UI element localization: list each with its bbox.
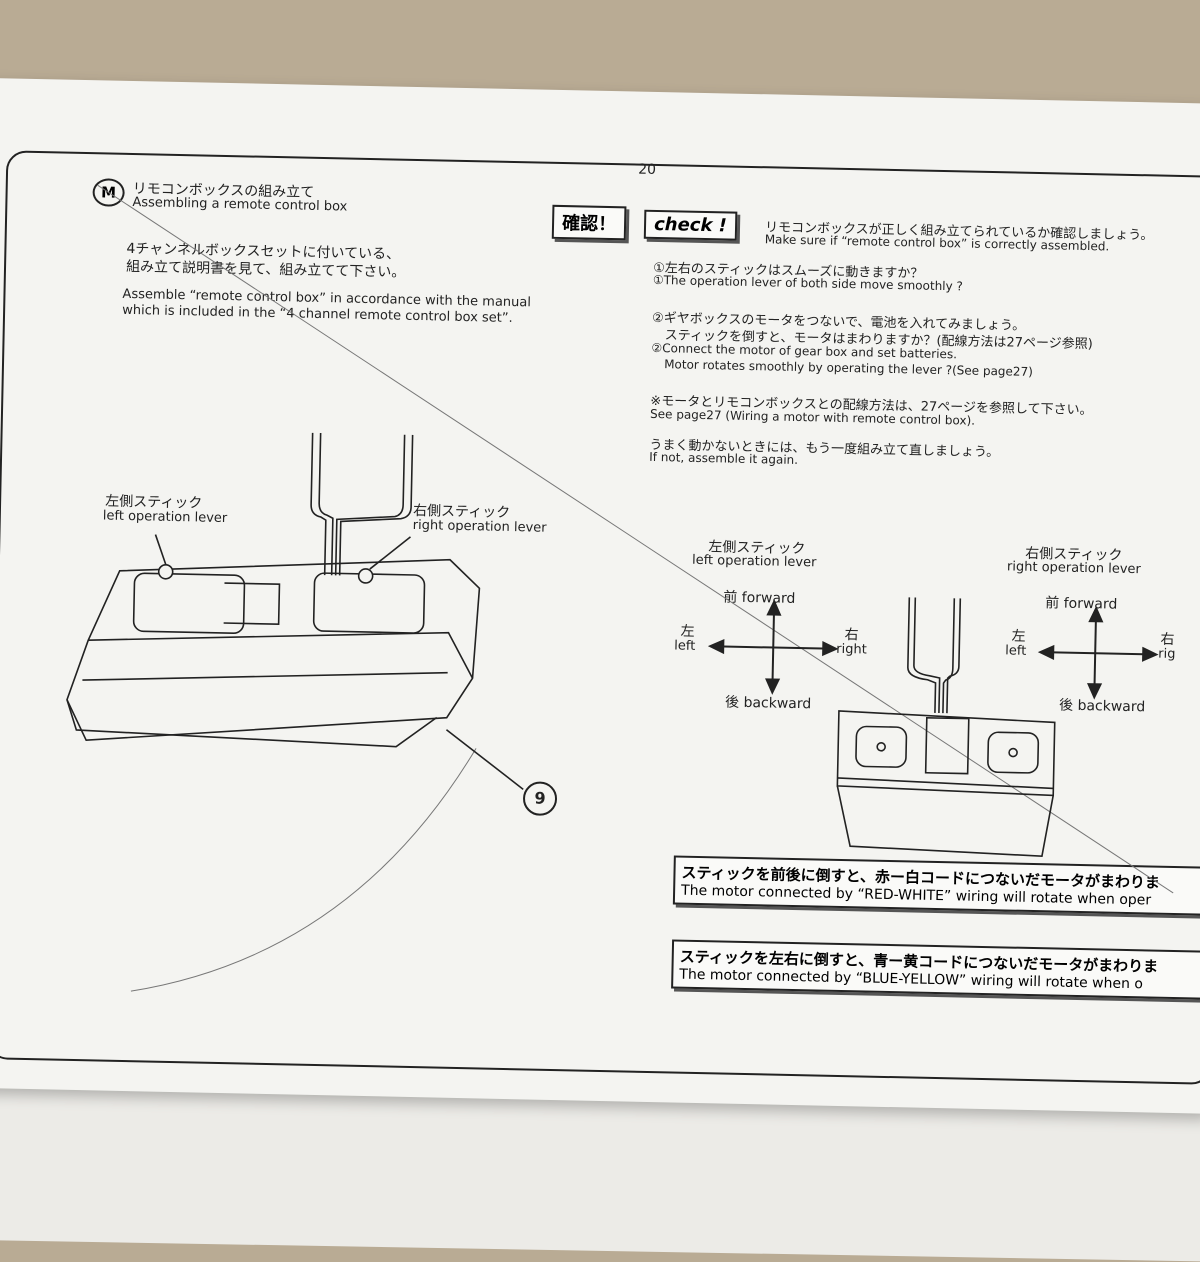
pencil-curve (130, 748, 477, 992)
remote-box-perspective (66, 432, 524, 790)
manual-page: 20 M リモコンボックスの組み立て Assembling a remote c… (0, 78, 1200, 1114)
pencil-diagonal (97, 184, 1174, 894)
left-direction-arrows (707, 599, 839, 695)
line-drawings (66, 184, 1174, 992)
remote-box-front (836, 597, 1056, 858)
right-direction-arrows (1037, 605, 1159, 700)
